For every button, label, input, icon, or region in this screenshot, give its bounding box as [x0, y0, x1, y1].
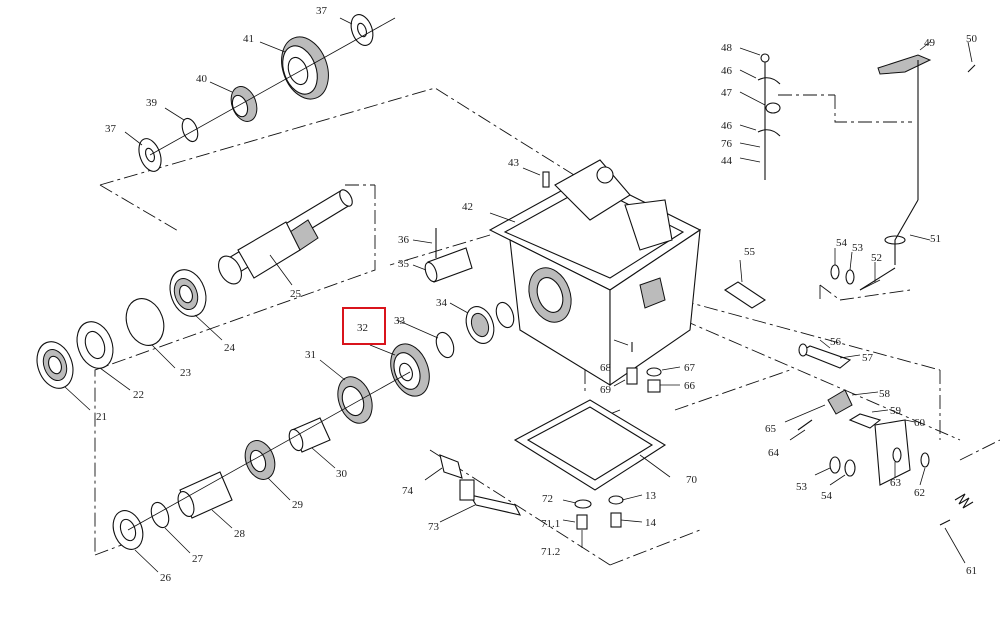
- label-47: 47: [721, 87, 733, 99]
- housing-bolts: [613, 339, 681, 393]
- label-39: 39: [146, 97, 158, 109]
- lower-shaft-parts: [112, 359, 411, 573]
- cover-plate-group: [513, 399, 671, 548]
- label-42: 42: [462, 201, 473, 213]
- label-54-top: 54: [836, 237, 848, 249]
- label-51: 51: [930, 233, 941, 245]
- label-28: 28: [234, 528, 246, 540]
- label-35: 35: [398, 258, 410, 270]
- label-31: 31: [305, 349, 316, 361]
- label-61: 61: [966, 565, 977, 577]
- label-30: 30: [336, 468, 348, 480]
- label-71-1: 71.1: [541, 518, 560, 530]
- shift-lever-linkage: [739, 41, 976, 291]
- label-36: 36: [398, 234, 410, 246]
- label-24: 24: [224, 342, 236, 354]
- label-53-top: 53: [852, 242, 864, 254]
- label-48: 48: [721, 42, 733, 54]
- label-68: 68: [600, 362, 612, 374]
- label-64: 64: [768, 447, 780, 459]
- label-32: 32: [357, 322, 368, 334]
- label-34: 34: [436, 297, 448, 309]
- label-53-bottom: 53: [796, 481, 808, 493]
- label-60: 60: [914, 417, 926, 429]
- label-76: 76: [721, 138, 733, 150]
- label-27: 27: [192, 553, 204, 565]
- label-56: 56: [830, 336, 842, 348]
- label-71-2: 71.2: [541, 546, 560, 558]
- right-mechanism: [723, 259, 974, 564]
- label-23: 23: [180, 367, 192, 379]
- label-37-top: 37: [316, 5, 328, 17]
- label-40: 40: [196, 73, 208, 85]
- label-37-left: 37: [105, 123, 117, 135]
- main-shaft: [217, 189, 353, 286]
- label-49: 49: [924, 37, 936, 49]
- label-25: 25: [290, 288, 302, 300]
- label-46-bottom: 46: [721, 120, 733, 132]
- label-54-bottom: 54: [821, 490, 833, 502]
- gearbox-housing: [488, 159, 702, 387]
- label-22: 22: [133, 389, 144, 401]
- label-14: 14: [645, 517, 657, 529]
- label-21: 21: [96, 411, 107, 423]
- label-50: 50: [966, 33, 978, 45]
- label-66: 66: [684, 380, 696, 392]
- label-44: 44: [721, 155, 733, 167]
- label-26: 26: [160, 572, 172, 584]
- label-33: 33: [394, 315, 406, 327]
- label-63: 63: [890, 477, 902, 489]
- label-29: 29: [292, 499, 304, 511]
- label-70: 70: [686, 474, 698, 486]
- label-58: 58: [879, 388, 891, 400]
- label-55: 55: [744, 246, 756, 258]
- label-59: 59: [890, 405, 902, 417]
- shift-fork-shaft: [424, 454, 522, 523]
- label-69: 69: [600, 384, 612, 396]
- part-labels: 37 41 40 39 37 48 49 50 46 47 46 76 44 4…: [96, 5, 978, 584]
- label-52: 52: [871, 252, 882, 264]
- left-bearing-group: [36, 269, 223, 411]
- label-65: 65: [765, 423, 777, 435]
- label-57: 57: [862, 352, 874, 364]
- label-72: 72: [542, 493, 553, 505]
- pin-bushing-group: [369, 228, 515, 397]
- label-74: 74: [402, 485, 414, 497]
- label-43: 43: [508, 157, 520, 169]
- label-73: 73: [428, 521, 440, 533]
- label-41: 41: [243, 33, 254, 45]
- label-67: 67: [684, 362, 696, 374]
- label-62: 62: [914, 487, 925, 499]
- label-13: 13: [645, 490, 657, 502]
- label-46-top: 46: [721, 65, 733, 77]
- highlight-box: [342, 307, 386, 345]
- top-shaft-parts: [124, 14, 396, 172]
